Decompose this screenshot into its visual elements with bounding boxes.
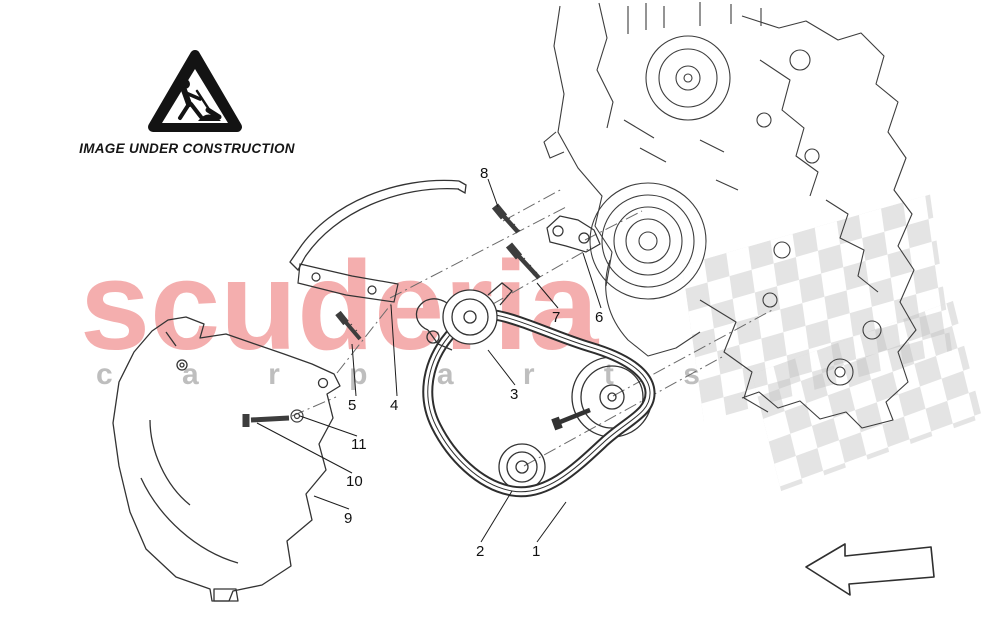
engine-assembly-drawing	[543, 2, 917, 429]
watermark-letter: a	[436, 358, 454, 391]
part-label-5: 5	[348, 397, 357, 414]
bolt-8	[491, 203, 521, 234]
part-label-7: 7	[552, 309, 561, 326]
roadworks-worker-glyph	[178, 79, 222, 121]
bolt-7	[505, 242, 541, 280]
part-label-2: 2	[476, 543, 485, 560]
belt-tensioner	[415, 282, 513, 351]
part-label-3: 3	[510, 386, 519, 403]
watermark-letter: r	[268, 358, 280, 391]
leader-lines	[256, 178, 602, 543]
watermark-brand-text: scuderia	[80, 235, 599, 376]
mounting-bracket	[297, 263, 399, 303]
watermark-letter: c	[96, 358, 113, 391]
back-arrow-icon	[805, 543, 935, 596]
part-label-1: 1	[532, 543, 541, 560]
serpentine-belt	[422, 309, 656, 498]
cover-bolt-and-washer	[242, 409, 304, 427]
upper-bracket	[546, 215, 601, 253]
construction-sign-icon	[148, 50, 242, 132]
bolt-5	[335, 310, 362, 341]
part-label-9: 9	[344, 510, 353, 527]
watermark-letter: s	[683, 358, 700, 391]
watermark-letter: r	[522, 358, 535, 391]
idler-pulley	[498, 443, 546, 491]
watermark-letter: t	[603, 358, 614, 391]
part-label-8: 8	[480, 165, 489, 182]
part-label-6: 6	[595, 309, 604, 326]
part-label-10: 10	[346, 473, 363, 490]
part-label-4: 4	[390, 397, 399, 414]
timing-cover-part	[112, 316, 341, 602]
construction-caption: IMAGE UNDER CONSTRUCTION	[79, 141, 295, 156]
part-label-11: 11	[351, 436, 367, 453]
upper-pipe	[289, 179, 467, 272]
